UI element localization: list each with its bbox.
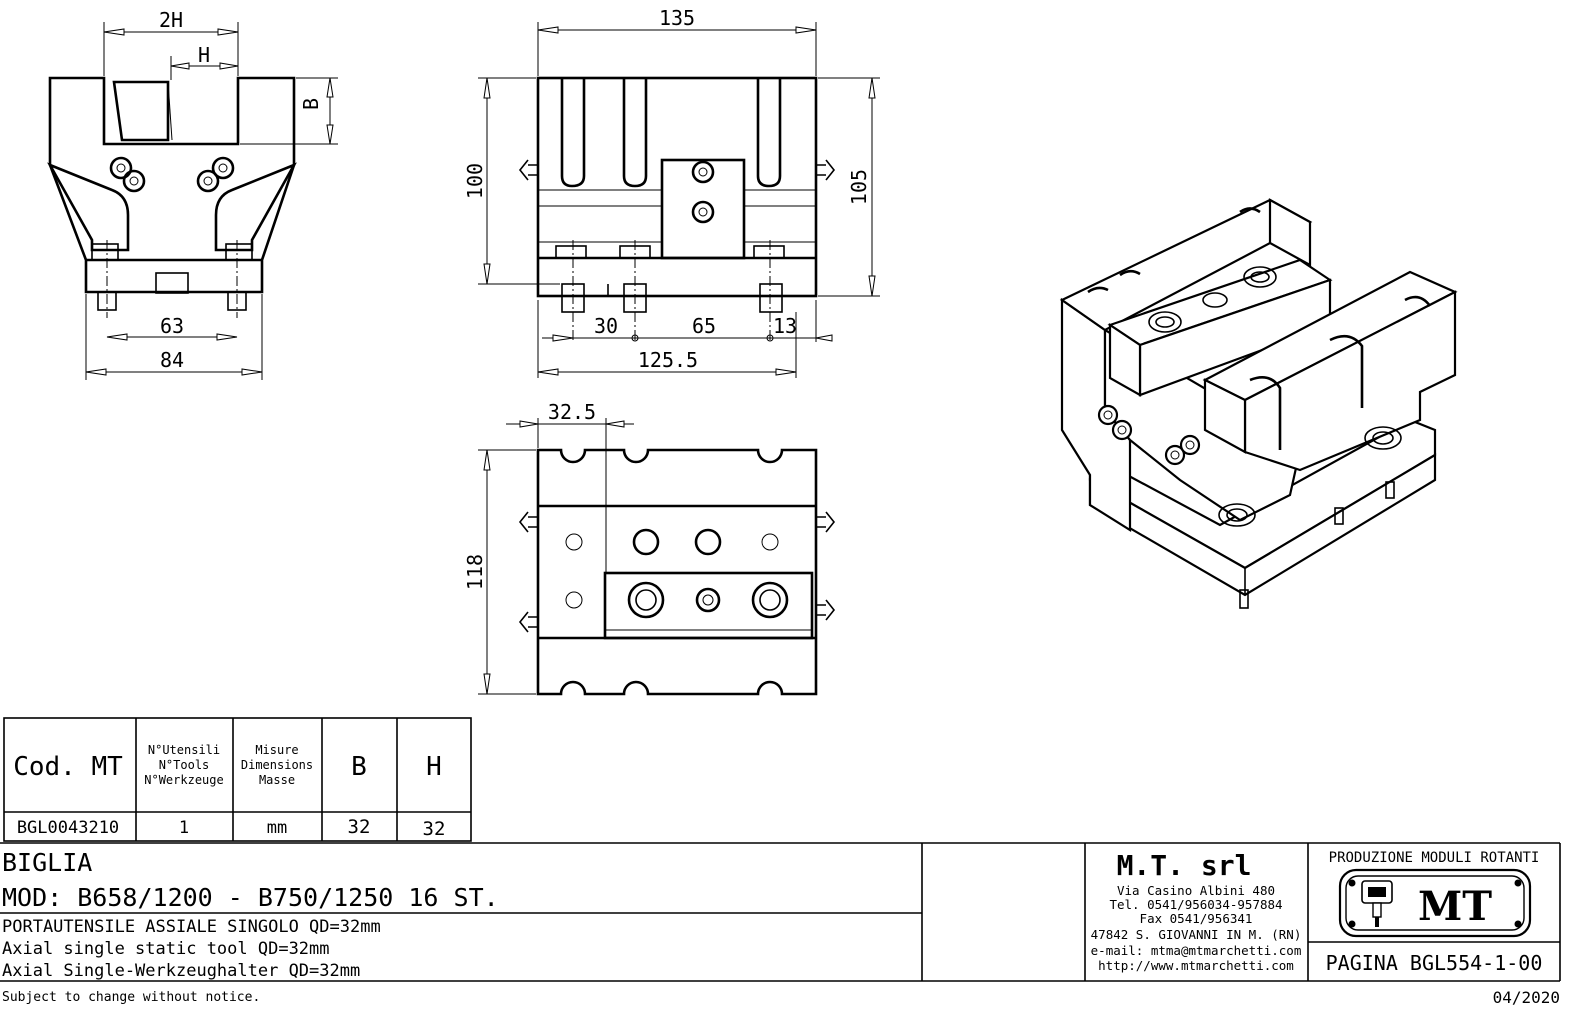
top-view: 32.5 118 bbox=[463, 400, 836, 696]
model-line: MOD: B658/1200 - B750/1250 16 ST. bbox=[2, 883, 499, 912]
table-cell-dims: mm bbox=[267, 818, 287, 838]
table-header-tools-en: N°Tools bbox=[159, 758, 210, 772]
dim-2h: 2H bbox=[159, 8, 183, 32]
table-cell-h: 32 bbox=[423, 818, 446, 840]
table-cell-b: 32 bbox=[348, 816, 371, 838]
company-website: http://www.mtmarchetti.com bbox=[1098, 958, 1294, 973]
footer-notice: Subject to change without notice. bbox=[2, 990, 260, 1005]
dim-b: B bbox=[299, 98, 323, 110]
company-name: M.T. srl bbox=[1117, 849, 1252, 882]
dim-30: 30 bbox=[594, 314, 618, 338]
dim-100: 100 bbox=[463, 163, 487, 199]
table-header-b: B bbox=[351, 752, 367, 782]
mt-logo: MT bbox=[1338, 868, 1532, 938]
dim-105: 105 bbox=[847, 169, 871, 205]
dim-32-5: 32.5 bbox=[548, 400, 596, 424]
table-cell-tools: 1 bbox=[179, 818, 189, 838]
production-label: PRODUZIONE MODULI ROTANTI bbox=[1329, 850, 1540, 866]
parameter-table: Cod. MT N°Utensili N°Tools N°Werkzeuge M… bbox=[3, 717, 472, 842]
table-header-cod: Cod. MT bbox=[13, 752, 123, 782]
dim-84: 84 bbox=[160, 348, 184, 372]
description-german: Axial Single-Werkzeughalter QD=32mm bbox=[2, 961, 360, 981]
dim-13: 13 bbox=[773, 314, 797, 338]
title-block: BIGLIA MOD: B658/1200 - B750/1250 16 ST.… bbox=[0, 842, 1561, 982]
table-cell-cod: BGL0043210 bbox=[17, 818, 119, 838]
company-fax: Fax 0541/956341 bbox=[1140, 911, 1253, 926]
description-english: Axial single static tool QD=32mm bbox=[2, 939, 330, 959]
logo-text: MT bbox=[1418, 883, 1492, 930]
dim-135: 135 bbox=[659, 6, 695, 30]
isometric-view bbox=[1059, 198, 1458, 609]
company-email: e-mail: mtma@mtmarchetti.com bbox=[1091, 943, 1302, 958]
table-header-dims-en: Dimensions bbox=[241, 758, 313, 772]
table-header-dims-de: Masse bbox=[259, 773, 295, 787]
front-view: 2H H B 63 84 bbox=[47, 8, 338, 380]
company-city: 47842 S. GIOVANNI IN M. (RN) bbox=[1091, 927, 1302, 942]
dim-65: 65 bbox=[692, 314, 716, 338]
dim-118: 118 bbox=[463, 554, 487, 590]
dim-125-5: 125.5 bbox=[638, 348, 698, 372]
table-header-dims-it: Misure bbox=[255, 743, 298, 757]
table-header-tools-de: N°Werkzeuge bbox=[144, 773, 223, 787]
table-header-h: H bbox=[426, 752, 442, 782]
dim-63: 63 bbox=[160, 314, 184, 338]
side-view: 135 100 105 30 65 13 125.5 bbox=[463, 6, 880, 378]
footer-date: 04/2020 bbox=[1493, 988, 1560, 1007]
description-italian: PORTAUTENSILE ASSIALE SINGOLO QD=32mm bbox=[2, 917, 381, 937]
dim-h: H bbox=[198, 43, 210, 67]
page-code: PAGINA BGL554-1-00 bbox=[1326, 951, 1543, 975]
company-tel: Tel. 0541/956034-957884 bbox=[1109, 897, 1282, 912]
machine-name: BIGLIA bbox=[2, 848, 92, 877]
tool-module-icon bbox=[1361, 880, 1393, 927]
table-header-tools-it: N°Utensili bbox=[148, 743, 220, 757]
company-address: Via Casino Albini 480 bbox=[1117, 883, 1275, 898]
